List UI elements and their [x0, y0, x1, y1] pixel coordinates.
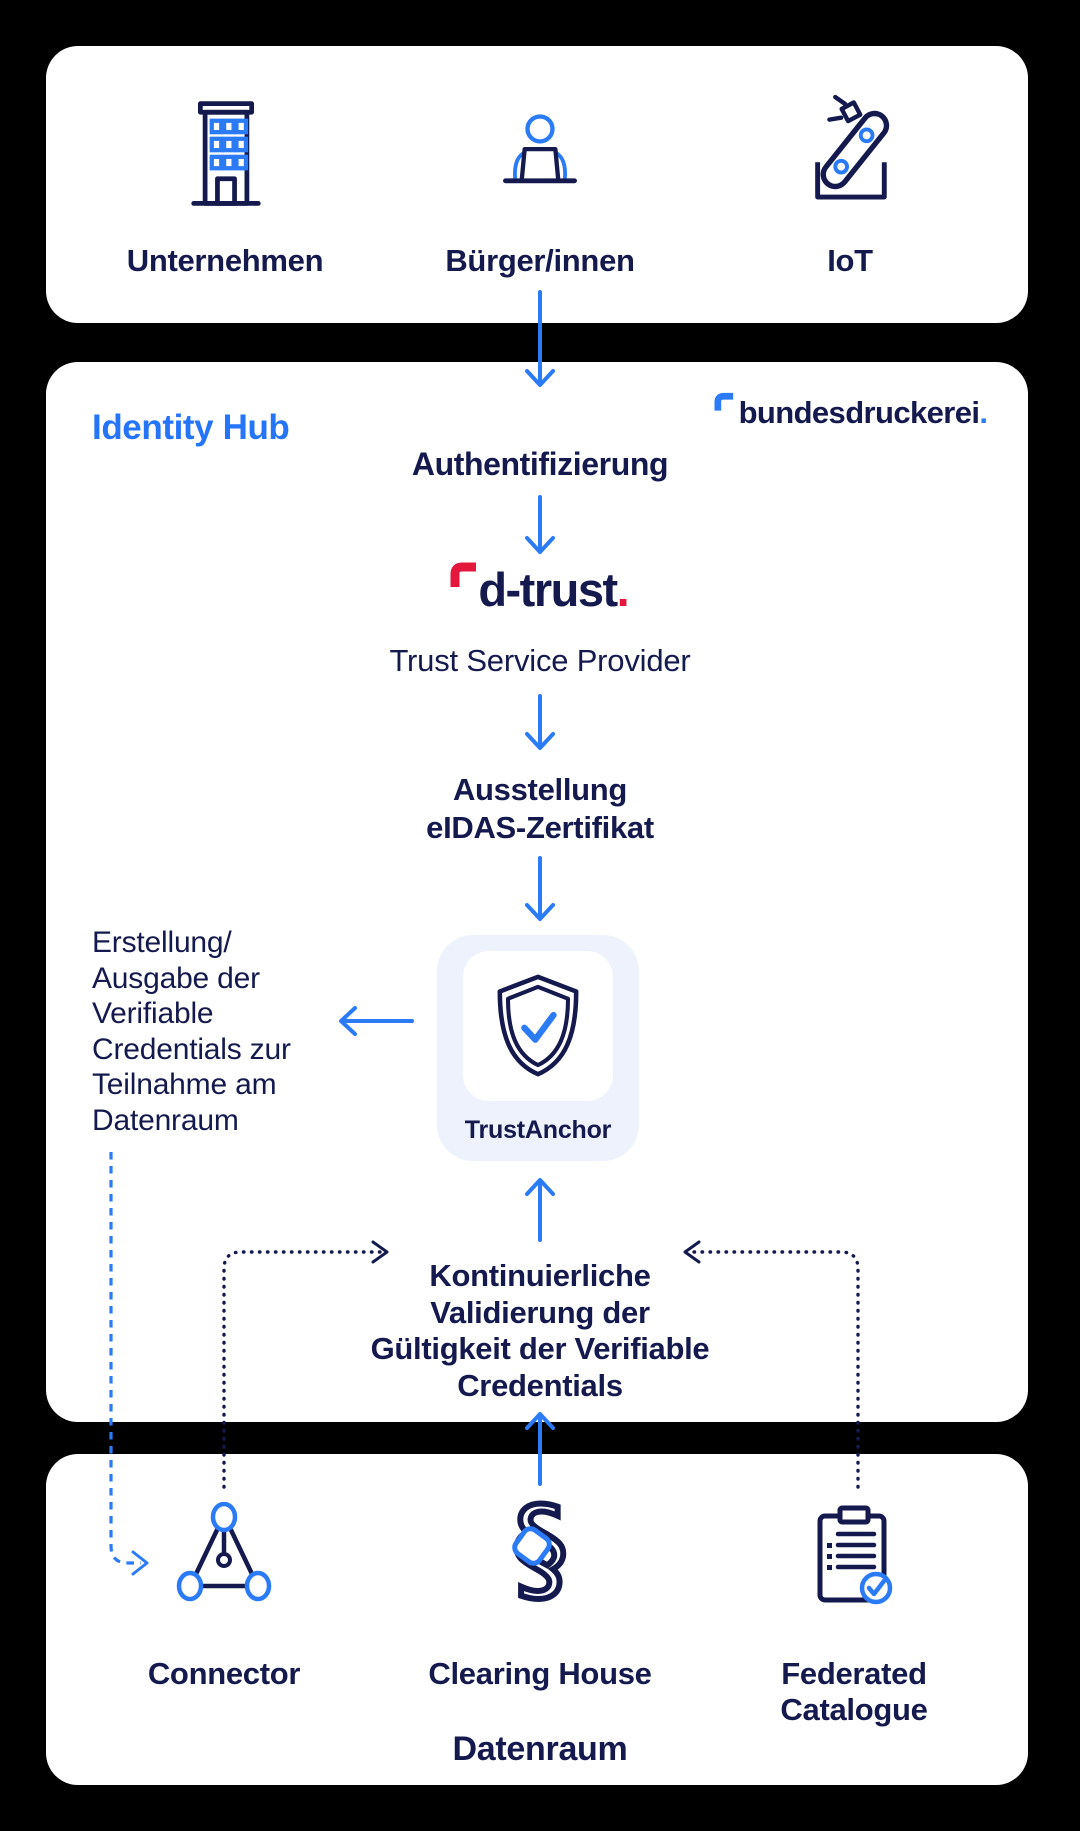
note-line: Erstellung/ [92, 926, 232, 959]
trust-anchor-card: TrustAnchor [437, 935, 639, 1161]
validation-line: Kontinuierliche [429, 1258, 651, 1293]
note-line: Datenraum [92, 1103, 239, 1137]
office-building-icon [191, 101, 261, 206]
note-line: Credentials zur [92, 1032, 291, 1066]
dataroom-title: Datenraum [452, 1730, 628, 1768]
actor-label-buerger: Bürger/innen [445, 243, 635, 278]
citizen-at-laptop-icon [503, 114, 577, 184]
validation-line: Gültigkeit der Verifiable [370, 1331, 710, 1366]
d-trust-dot: . [616, 563, 630, 616]
note-line: Ausgabe der [92, 961, 260, 995]
trust-anchor-tile [463, 951, 613, 1101]
bundesdruckerei-bracket-icon [714, 392, 733, 411]
robot-arm-icon [815, 94, 890, 200]
continuous-validation-label: Kontinuierliche Validierung der Gültigke… [0, 1258, 1080, 1404]
trust-service-provider-label: Trust Service Provider [389, 643, 691, 678]
d-trust-bracket-icon [450, 562, 477, 587]
connector-network-icon [176, 1502, 272, 1602]
issuance-line-1: Ausstellung [452, 772, 628, 807]
validation-line: Credentials [457, 1367, 623, 1403]
issuance-line-2: eIDAS-Zertifikat [426, 810, 654, 845]
bundesdruckerei-wordmark: bundesdruckerei [738, 395, 980, 430]
catalogue-clipboard-icon [817, 1505, 893, 1605]
actor-label-iot: IoT [827, 243, 873, 278]
identity-hub-title: Identity Hub [92, 408, 290, 447]
note-line: Teilnahme am [92, 1068, 277, 1101]
actor-label-unternehmen: Unternehmen [126, 243, 324, 278]
dataroom-label-connector: Connector [147, 1656, 301, 1691]
bundesdruckerei-logo: bundesdruckerei . [714, 392, 988, 430]
authentication-heading: Authentifizierung [411, 446, 669, 482]
eidas-issuance-label: Ausstellung eIDAS-Zertifikat [0, 771, 1080, 847]
note-line: Verifiable [92, 997, 214, 1030]
trust-anchor-label: TrustAnchor [464, 1116, 612, 1144]
credential-issuance-note: Erstellung/ Ausgabe der Verifiable Crede… [92, 925, 291, 1138]
dataroom-label-clearing-house: Clearing House [428, 1656, 652, 1691]
d-trust-logo: d-trust . [0, 562, 1080, 616]
d-trust-wordmark: d-trust [478, 563, 618, 616]
shield-check-icon [497, 974, 579, 1077]
validation-line: Validierung der [430, 1294, 650, 1330]
actors-panel [46, 46, 1028, 323]
dataroom-label-federated-catalogue: Federated Catalogue [780, 1656, 928, 1727]
bundesdruckerei-dot: . [979, 395, 988, 430]
